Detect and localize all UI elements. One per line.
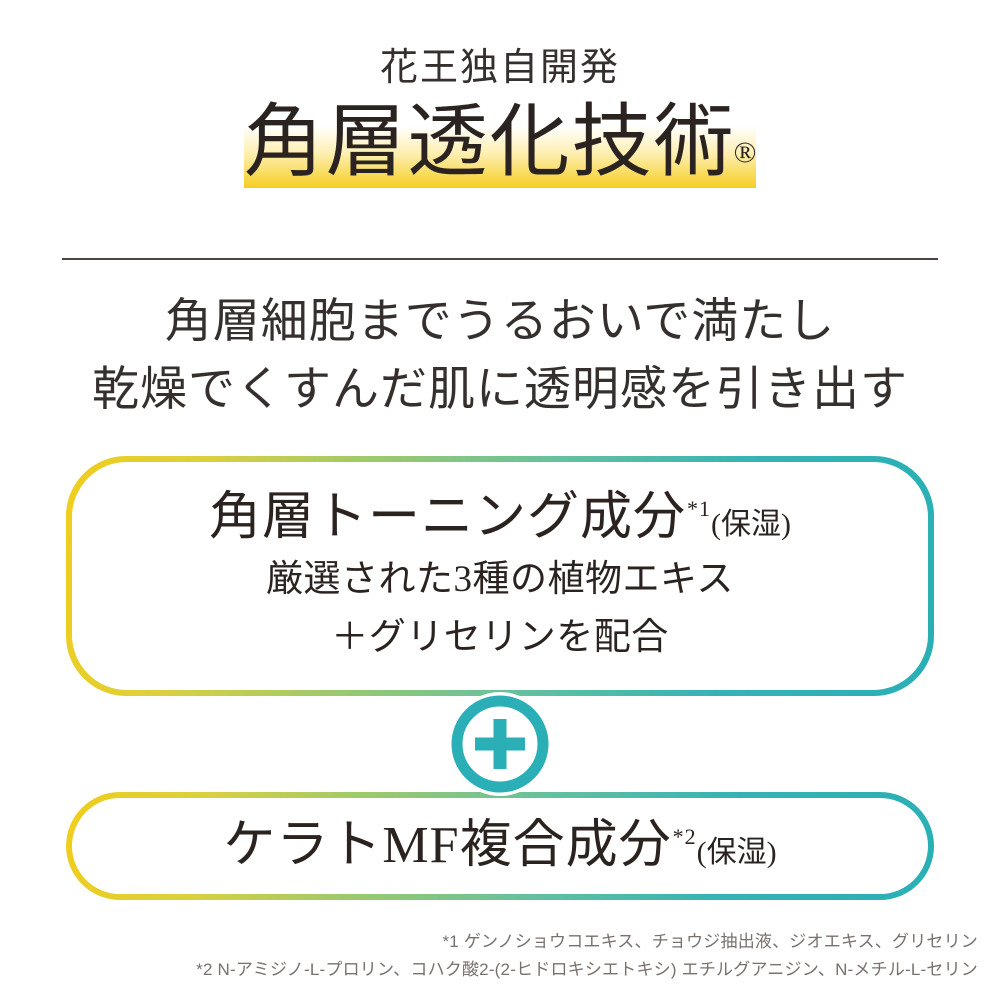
ingredient-box-toning-paren-note: (保湿) — [711, 508, 791, 542]
lead-copy: 角層細胞までうるおいで満たし 乾燥でくすんだ肌に透明感を引き出す — [0, 288, 1000, 424]
lead-line-2: 乾燥でくすんだ肌に透明感を引き出す — [92, 364, 908, 417]
ingredient-box-toning-inner: 角層トーニング成分*1(保湿) 厳選された3種の植物エキス ＋グリセリンを配合 — [72, 462, 928, 690]
ingredient-box-keratomf-heading-text: ケラトMF複合成分 — [223, 817, 672, 875]
ingredient-box-toning-superscript: *1 — [687, 495, 712, 521]
ingredient-box-keratomf-inner: ケラトMF複合成分*2(保湿) — [72, 798, 928, 894]
ingredient-box-keratomf-paren-note: (保湿) — [696, 836, 777, 870]
footnote-1: *1 ゲンノショウコエキス、チョウジ抽出液、ジオエキス、グリセリン — [442, 932, 978, 951]
header: 花王独自開発 角層透化技術® — [0, 0, 1000, 192]
ingredient-box-toning-sub-line-2: ＋グリセリンを配合 — [331, 616, 669, 658]
title-highlight-band — [243, 126, 757, 189]
ingredient-box-toning-heading-text: 角層トーニング成分 — [209, 489, 687, 547]
ingredient-box-toning-sub-line-1: 厳選された3種の植物エキス — [266, 559, 734, 601]
footnotes: *1 ゲンノショウコエキス、チョウジ抽出液、ジオエキス、グリセリン *2 N-ア… — [0, 928, 1000, 983]
ingredient-box-toning: 角層トーニング成分*1(保湿) 厳選された3種の植物エキス ＋グリセリンを配合 — [66, 456, 934, 696]
footnote-2: *2 N-アミジノ-L-プロリン、コハク酸2-(2-ヒドロキシエトキシ) エチル… — [196, 959, 978, 979]
registered-trademark-icon: ® — [733, 136, 757, 170]
ingredient-box-toning-heading: 角層トーニング成分*1(保湿) — [209, 488, 791, 548]
ingredient-box-keratomf: ケラトMF複合成分*2(保湿) — [66, 792, 934, 900]
eyebrow-text: 花王独自開発 — [379, 47, 620, 89]
page-title: 角層透化技術® — [236, 100, 765, 192]
ingredient-box-keratomf-heading: ケラトMF複合成分*2(保湿) — [223, 816, 776, 876]
horizontal-divider — [62, 258, 938, 260]
ingredient-box-keratomf-superscript: *2 — [672, 823, 697, 849]
lead-line-1: 角層細胞までうるおいで満たし — [164, 296, 836, 348]
page-title-text: 角層透化技術 — [243, 98, 736, 187]
plus-in-circle-icon — [448, 692, 552, 796]
